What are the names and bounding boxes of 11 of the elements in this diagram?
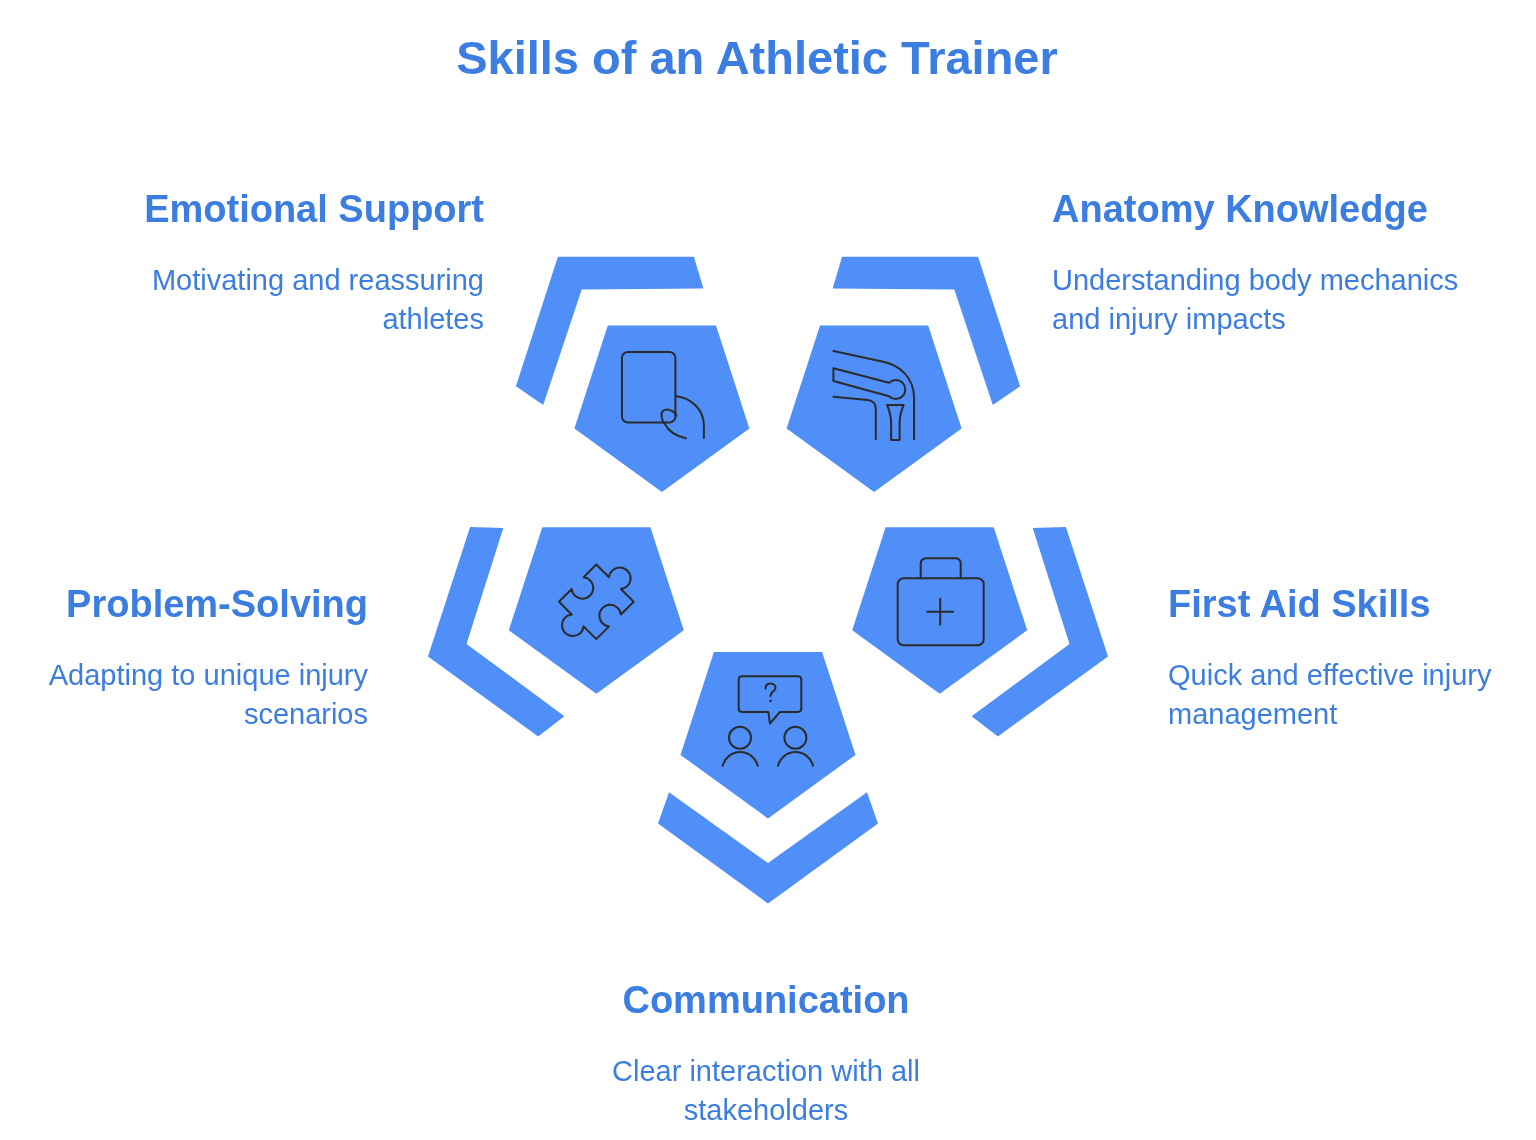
- skill-heading: Problem-Solving: [66, 583, 368, 625]
- skill-description: Motivating and reassuring athletes: [151, 263, 484, 335]
- diagram-title: Skills of an Athletic Trainer: [456, 30, 1058, 86]
- skill-heading: Communication: [622, 979, 910, 1021]
- skill-description: Adapting to unique injury scenarios: [48, 658, 368, 730]
- skill-heading: Anatomy Knowledge: [1052, 188, 1428, 230]
- skill-description: Clear interaction with all stakeholders: [612, 1054, 920, 1126]
- skill-heading: First Aid Skills: [1168, 583, 1431, 625]
- skill-description: Understanding body mechanics and injury impacts: [1052, 263, 1459, 335]
- skill-heading: Emotional Support: [144, 188, 484, 230]
- skill-description: Quick and effective injury management: [1168, 658, 1492, 730]
